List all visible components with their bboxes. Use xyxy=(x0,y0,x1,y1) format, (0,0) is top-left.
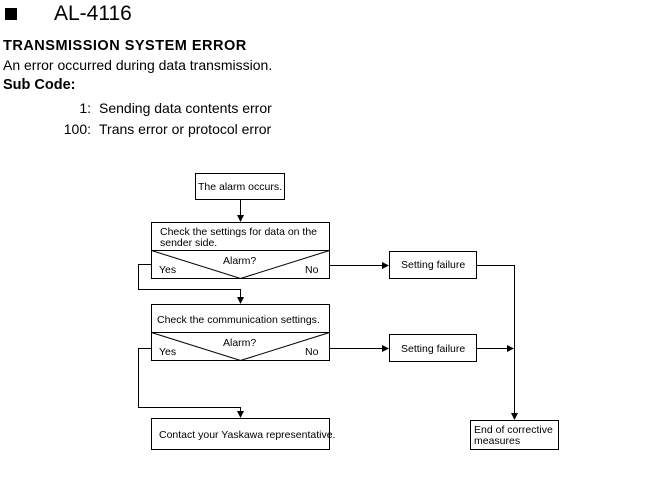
start-label: The alarm occurs. xyxy=(198,181,282,193)
decision1-no-label: No xyxy=(305,264,319,276)
decision1-yes-label: Yes xyxy=(159,264,176,276)
arrow-failure1-to-end xyxy=(476,265,518,420)
alarm-code: AL-4116 xyxy=(54,2,132,25)
step2-label: Check the communication settings. xyxy=(157,314,320,326)
decision2-label: Alarm? xyxy=(223,337,256,349)
end-box xyxy=(470,420,559,450)
bullet-icon xyxy=(5,8,17,20)
sub-code-heading: Sub Code: xyxy=(3,77,76,93)
end-label-line2: measures xyxy=(474,435,520,447)
end-label-line1: End of corrective xyxy=(474,424,553,436)
contact-label: Contact your Yaskawa representative. xyxy=(159,429,335,441)
step1-label-line1: Check the settings for data on the xyxy=(160,226,317,238)
failure1-label: Setting failure xyxy=(401,259,465,271)
sub-code-number: 1: xyxy=(79,100,91,116)
error-description: An error occurred during data transmissi… xyxy=(3,57,273,73)
contact-box xyxy=(151,418,330,450)
step1-label-line2: sender side. xyxy=(160,237,217,249)
failure2-label: Setting failure xyxy=(401,343,465,355)
decision1-label: Alarm? xyxy=(223,255,256,267)
decision2-no-label: No xyxy=(305,346,319,358)
decision1-diamond xyxy=(151,250,330,280)
arrow-yes2-to-contact xyxy=(138,348,244,418)
sub-code-text: Sending data contents error xyxy=(99,100,272,116)
sub-code-text: Trans error or protocol error xyxy=(99,121,272,137)
arrow-yes1-to-step2 xyxy=(138,264,244,304)
decision2-yes-label: Yes xyxy=(159,346,176,358)
error-title: TRANSMISSION SYSTEM ERROR xyxy=(3,38,247,54)
decision2-diamond xyxy=(151,332,330,362)
sub-code-number: 100: xyxy=(63,121,91,137)
